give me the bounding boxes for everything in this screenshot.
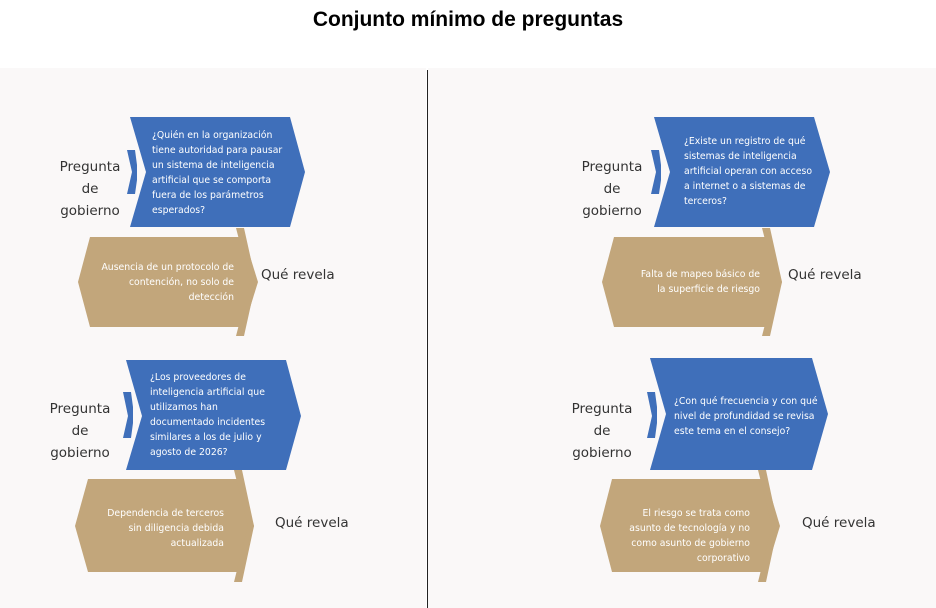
- question-label-2: Pregunta de gobierno: [49, 401, 111, 461]
- reveals-label-3: Qué revela: [788, 267, 862, 283]
- question-text-2: ¿Los proveedores de inteligencia artific…: [150, 372, 266, 458]
- reveals-text-3: Falta de mapeo básico de la superficie d…: [640, 269, 760, 295]
- question-text-3: ¿Existe un registro de qué sistemas de i…: [684, 135, 813, 207]
- reveals-label-4: Qué revela: [802, 515, 876, 531]
- reveals-label-2: Qué revela: [275, 515, 349, 531]
- reveals-text-4: El riesgo se trata como asunto de tecnol…: [629, 508, 750, 564]
- diagram-title: Conjunto mínimo de preguntas: [312, 8, 624, 31]
- question-label-4: Pregunta de gobierno: [571, 401, 633, 461]
- reveals-label-1: Qué revela: [261, 267, 335, 283]
- reveals-text-2: Dependencia de terceros sin diligencia d…: [107, 507, 224, 549]
- reveals-text-1: Ausencia de un protocolo de contención, …: [101, 261, 234, 303]
- question-label-1: Pregunta de gobierno: [59, 159, 121, 219]
- column-divider: [427, 70, 428, 608]
- question-label-3: Pregunta de gobierno: [581, 159, 643, 219]
- question-text-4: ¿Con qué frecuencia y con qué nivel de p…: [674, 395, 818, 437]
- question-text-1: ¿Quién en la organización tiene autorida…: [152, 130, 283, 216]
